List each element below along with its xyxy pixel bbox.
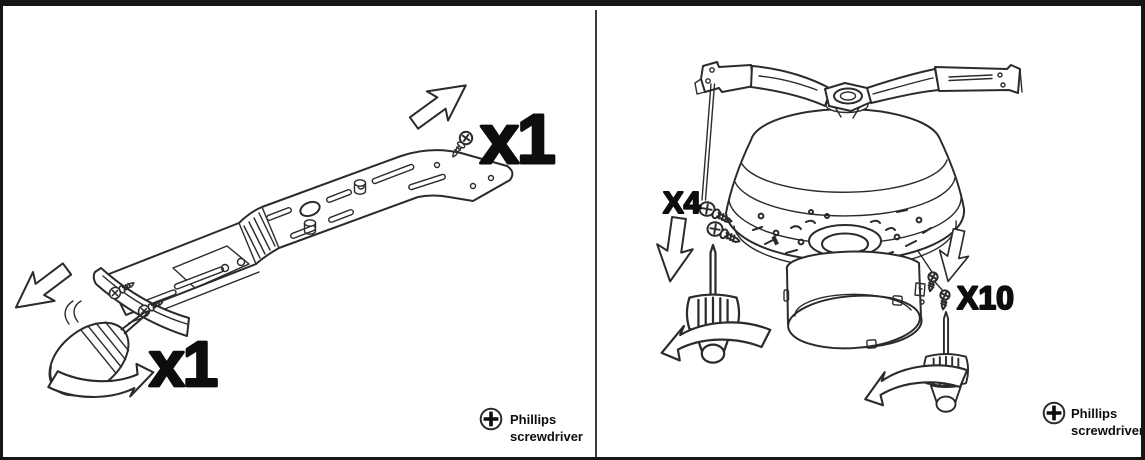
- bracket-screw-top: [452, 130, 474, 158]
- mounting-bracket: [92, 149, 514, 337]
- screw-x10-a: [924, 270, 940, 294]
- bracket-slots: [141, 163, 446, 307]
- qty-label-top: x1: [480, 100, 554, 178]
- tool-note: Phillips screwdriver: [1041, 400, 1144, 438]
- canopy: [783, 250, 926, 350]
- phillips-screwdriver-icon: [1041, 400, 1067, 426]
- right-panel-illustration: X4 X10 Phillips screwdriver: [651, 61, 1144, 438]
- bracket-posts: [303, 179, 367, 235]
- qty-label-x10: X10: [957, 280, 1014, 316]
- tool-note: Phillips screwdriver: [478, 406, 583, 444]
- hanging-screw: [701, 83, 716, 201]
- arrow-up-right-icon: [402, 69, 478, 139]
- tool-note-line1: Phillips: [510, 412, 556, 427]
- screwdriver-left: [685, 243, 741, 364]
- tool-note-line2: screwdriver: [1071, 423, 1144, 438]
- arrow-down-left-icon: [651, 214, 698, 285]
- left-panel-illustration: x1 x1 Phillips screwdriver: [4, 69, 583, 444]
- hanger-bracket: [694, 61, 1023, 119]
- panel-divider: [595, 10, 597, 457]
- tool-note-line1: Phillips: [1071, 406, 1117, 421]
- arrow-down-left-icon: [4, 253, 79, 323]
- tool-note-line2: screwdriver: [510, 429, 583, 444]
- screwdriver-right: [922, 311, 970, 413]
- screw-x10-b: [937, 288, 952, 311]
- qty-label-x4: X4: [663, 185, 702, 220]
- phillips-screwdriver-icon: [478, 406, 504, 432]
- qty-label-bottom: x1: [149, 328, 217, 400]
